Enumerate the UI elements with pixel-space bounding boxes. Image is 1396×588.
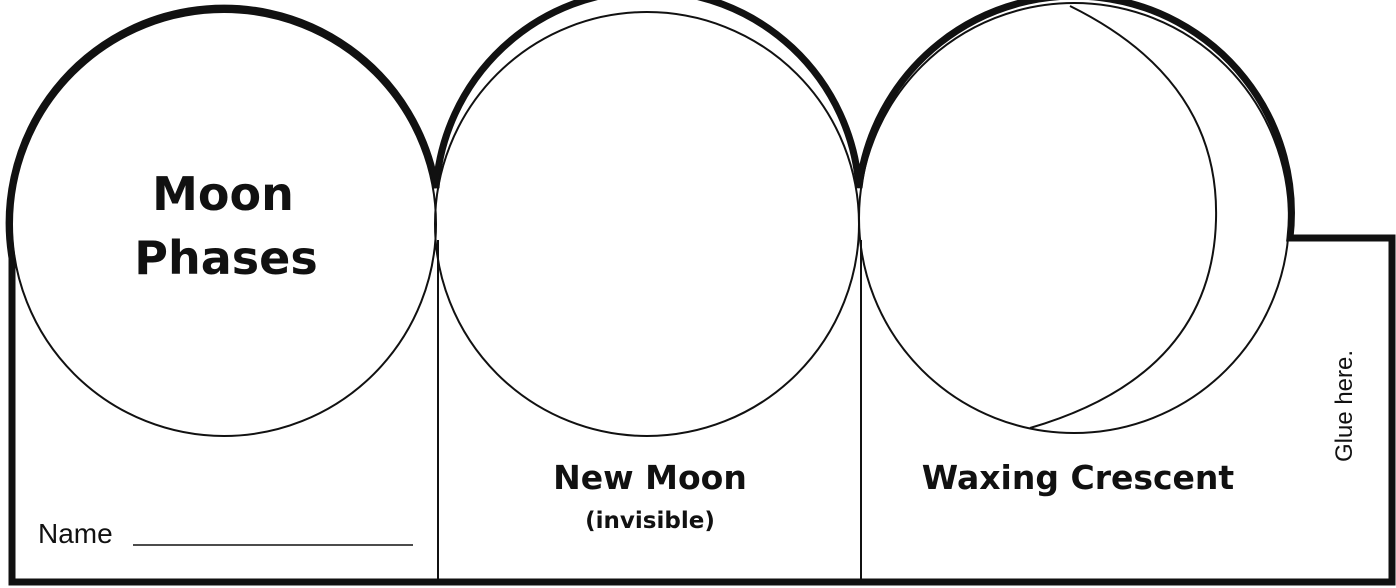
glue-here-label: Glue here. — [1331, 350, 1358, 462]
crescent-terminator — [1030, 6, 1216, 428]
new-moon-label: New Moon — [553, 458, 747, 497]
new-moon-circle — [435, 12, 859, 436]
waxing-crescent-circle — [859, 3, 1289, 433]
new-moon-sublabel: (invisible) — [585, 508, 715, 534]
title-line-1: Moon — [152, 167, 294, 221]
title-line-2: Phases — [134, 231, 317, 285]
waxing-crescent-label: Waxing Crescent — [922, 458, 1235, 497]
name-label: Name — [38, 518, 113, 549]
title-circle — [12, 12, 436, 436]
